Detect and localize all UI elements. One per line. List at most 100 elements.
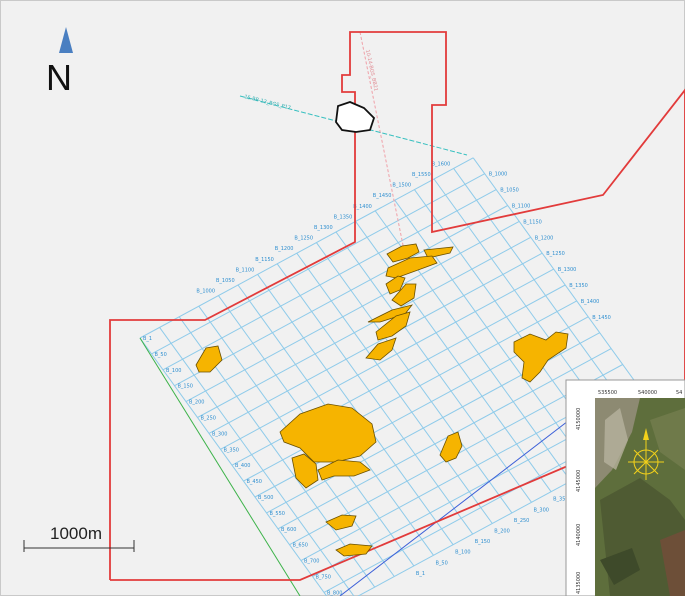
inset-left-tick: 4135000 bbox=[576, 572, 582, 594]
inset-location-map: 535500 540000 54 4150000 4145000 4140000… bbox=[565, 379, 685, 596]
grid-label: B_1500 bbox=[392, 183, 411, 189]
orebody bbox=[317, 459, 371, 481]
inset-left-tick: 4140000 bbox=[576, 524, 582, 546]
grid-label: B_100 bbox=[455, 550, 470, 556]
orebody bbox=[365, 337, 397, 361]
north-arrow-icon bbox=[59, 27, 73, 53]
grid-label: B_300 bbox=[212, 431, 227, 437]
grid-label: B_1450 bbox=[592, 315, 611, 321]
grid-label: B_1050 bbox=[500, 188, 519, 194]
grid-label: B_650 bbox=[293, 543, 308, 549]
grid-labels: B_1000B_1050B_1100B_1150B_1200B_1250B_13… bbox=[143, 161, 611, 596]
orebody bbox=[513, 331, 569, 383]
grid-line bbox=[185, 220, 520, 403]
grid-line bbox=[139, 157, 474, 339]
grid-label: B_200 bbox=[494, 529, 509, 535]
orebody bbox=[423, 246, 454, 259]
grid-label: B_1200 bbox=[535, 235, 554, 241]
grid-label: B_100 bbox=[166, 368, 181, 374]
grid-label: B_1100 bbox=[512, 204, 531, 210]
green-survey-line bbox=[139, 337, 301, 596]
grid-label: B_1250 bbox=[294, 236, 313, 242]
orebody bbox=[325, 514, 357, 531]
orebody bbox=[439, 431, 463, 463]
grid-line bbox=[335, 231, 532, 503]
grid-label: B_1 bbox=[416, 571, 425, 577]
grid-label: B_1350 bbox=[334, 214, 353, 220]
grid-label: B_250 bbox=[201, 416, 216, 422]
grid-line bbox=[243, 300, 577, 482]
seismic-line-label: 15-BB-13_BGS_P17 bbox=[244, 94, 292, 111]
grid-label: B_200 bbox=[189, 400, 204, 406]
orebody bbox=[195, 345, 223, 373]
license-boundary bbox=[109, 31, 685, 581]
inset-top-tick: 535500 bbox=[598, 390, 617, 396]
grid-line bbox=[197, 236, 531, 418]
north-label: N bbox=[46, 57, 72, 98]
grid-label: B_300 bbox=[534, 507, 549, 513]
inset-top-tick: 540000 bbox=[638, 390, 657, 396]
grid-label: B_700 bbox=[304, 559, 319, 565]
grid-line bbox=[208, 252, 543, 434]
grid-label: B_1 bbox=[143, 336, 152, 342]
grid-line bbox=[162, 189, 497, 371]
orebody bbox=[391, 283, 417, 307]
inset-left-tick: 4150000 bbox=[576, 408, 582, 430]
grid-line bbox=[315, 242, 513, 514]
grid-label: B_550 bbox=[270, 511, 285, 517]
grid-label: B_150 bbox=[178, 384, 193, 390]
pink-line-label: 10-14-BGS_BB21 bbox=[364, 49, 379, 92]
orebody bbox=[279, 403, 377, 463]
grid-label: B_1350 bbox=[569, 283, 588, 289]
orebody bbox=[385, 255, 438, 279]
grid-line bbox=[174, 205, 508, 387]
grid-label: B_1000 bbox=[196, 289, 215, 295]
grid-label: B_450 bbox=[247, 479, 262, 485]
grid-line bbox=[277, 348, 612, 530]
seismic-survey-line bbox=[239, 95, 468, 156]
grid-label: B_250 bbox=[514, 518, 529, 524]
grid-label: B_600 bbox=[281, 527, 296, 533]
grid-label: B_350 bbox=[224, 447, 239, 453]
grid-label: B_1400 bbox=[353, 204, 372, 210]
grid-line bbox=[151, 173, 485, 355]
orebody bbox=[385, 275, 406, 295]
scale-label: 1000m bbox=[50, 524, 102, 543]
grid-label: B_1050 bbox=[216, 278, 235, 284]
grid-label: B_1450 bbox=[373, 193, 392, 199]
grid-label: B_800 bbox=[327, 590, 342, 596]
grid-label: B_1400 bbox=[581, 299, 600, 305]
grid-line bbox=[257, 274, 454, 545]
grid-label: B_1300 bbox=[314, 225, 333, 231]
grid-label: B_500 bbox=[258, 495, 273, 501]
grid-label: B_400 bbox=[235, 463, 250, 469]
grid-label: B_1550 bbox=[412, 172, 431, 178]
grid-label: B_1100 bbox=[236, 267, 255, 273]
orebody bbox=[367, 304, 414, 323]
grid-line bbox=[139, 337, 328, 596]
grid-line bbox=[394, 199, 591, 471]
blue-survey-line bbox=[339, 407, 586, 596]
grid-label: B_50 bbox=[436, 560, 448, 566]
grid-line bbox=[296, 252, 493, 524]
inset-left-tick: 4145000 bbox=[576, 470, 582, 492]
orebody bbox=[375, 311, 411, 341]
grid-line bbox=[355, 221, 552, 492]
orebodies bbox=[195, 243, 569, 557]
grid-label: B_1150 bbox=[523, 219, 542, 225]
grid-label: B_50 bbox=[155, 352, 167, 358]
grid-line bbox=[159, 327, 355, 596]
inset-top-tick: 54 bbox=[676, 390, 682, 396]
scale-bar bbox=[23, 540, 135, 552]
grid-label: B_1000 bbox=[489, 172, 508, 178]
grid-label: B_1300 bbox=[558, 267, 577, 273]
pit-outline bbox=[335, 101, 376, 133]
grid-line bbox=[220, 268, 554, 450]
grid-label: B_350 bbox=[553, 497, 568, 503]
grid-label: B_150 bbox=[475, 539, 490, 545]
orebody bbox=[291, 453, 319, 489]
orebody bbox=[386, 243, 420, 263]
pink-survey-line bbox=[359, 31, 406, 256]
